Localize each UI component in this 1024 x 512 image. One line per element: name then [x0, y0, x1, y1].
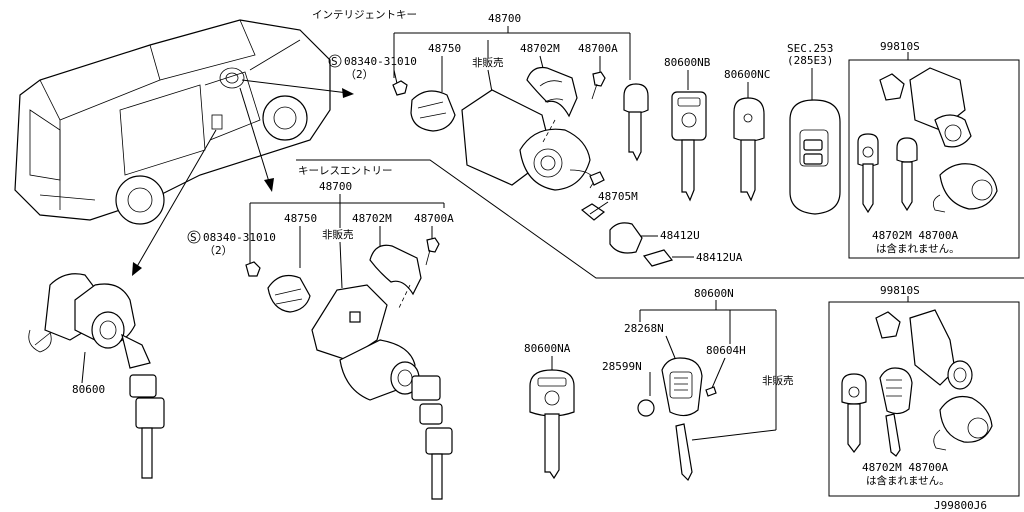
keyless-entry-title: キーレスエントリー — [298, 165, 393, 177]
label-48700-mid: 48700 — [319, 180, 352, 193]
key-80600nb — [671, 91, 707, 202]
label-48412u: 48412U — [660, 229, 700, 242]
ignition-switch-assembly-top — [392, 66, 606, 221]
intelligent-key-title: インテリジェントキー — [312, 9, 417, 21]
label-48750-mid: 48750 — [284, 212, 317, 225]
door-lock-cylinder-80600 — [28, 273, 151, 369]
kit-box-99810s-bottom — [828, 301, 1020, 497]
mechanical-key-top — [623, 83, 649, 162]
intelligent-key-fob — [789, 99, 841, 215]
label-99810s-top: 99810S — [880, 40, 920, 53]
label-48702m-top: 48702M — [520, 42, 560, 55]
kit-box-99810s-top — [848, 59, 1020, 259]
label-48700-top: 48700 — [488, 12, 521, 25]
label-80600na: 80600NA — [524, 342, 571, 355]
transmitter-key-80600n — [637, 357, 717, 482]
label-80604h: 80604H — [706, 344, 746, 357]
door-key-80600 — [129, 374, 165, 479]
label-bolt-mid: 08340-31010 — [203, 231, 276, 244]
label-48705m: 48705M — [598, 190, 638, 203]
label-80600nc: 80600NC — [724, 68, 770, 81]
label-80600n: 80600N — [694, 287, 734, 300]
label-not-sold-bottom: 非販売 — [762, 374, 794, 387]
label-99810s-bottom: 99810S — [880, 284, 920, 297]
label-80600nb: 80600NB — [664, 56, 711, 69]
battery-28599n — [637, 399, 655, 417]
label-28599n: 28599N — [602, 360, 642, 373]
note-text-bottom: は含まれません。 — [866, 474, 950, 487]
s-mark-icon-mid: S — [190, 231, 197, 244]
key-fob-case-48412u — [609, 222, 643, 254]
label-48702m-mid: 48702M — [352, 212, 392, 225]
kit-parts-top — [857, 67, 998, 214]
section-divider — [296, 159, 1024, 279]
label-sec253-sub: (285E3) — [787, 54, 833, 67]
label-bolt-top: 08340-31010 — [344, 55, 417, 68]
label-not-sold-top: 非販売 — [472, 56, 504, 69]
key-80600na — [529, 369, 575, 480]
note-text-top: は含まれません。 — [876, 242, 960, 255]
note-parts-bottom: 48702M 48700A — [862, 461, 948, 474]
diagram-code: J99800J6 — [934, 499, 987, 512]
label-48412ua: 48412UA — [696, 251, 743, 264]
label-28268n: 28268N — [624, 322, 664, 335]
note-parts-top: 48702M 48700A — [872, 229, 958, 242]
label-80600: 80600 — [72, 383, 105, 396]
label-bolt-qty-top: （2） — [345, 68, 374, 81]
ignition-switch-assembly-mid — [245, 237, 440, 401]
key-blank-48412ua — [642, 249, 674, 267]
label-48700a-mid: 48700A — [414, 212, 454, 225]
label-bolt-qty-mid: （2） — [204, 244, 233, 257]
kit-parts-bottom — [841, 309, 993, 457]
label-48700a-top: 48700A — [578, 42, 618, 55]
keyless-key-mid — [411, 375, 453, 500]
s-mark-icon-top: S — [331, 55, 338, 68]
label-not-sold-mid: 非販売 — [322, 228, 354, 241]
van-illustration — [14, 19, 331, 225]
pointer-arrows — [132, 79, 354, 276]
key-80600nc — [733, 97, 765, 202]
screw-80604h — [705, 386, 717, 397]
label-sec253: SEC.253 — [787, 42, 833, 55]
label-48750-top: 48750 — [428, 42, 461, 55]
